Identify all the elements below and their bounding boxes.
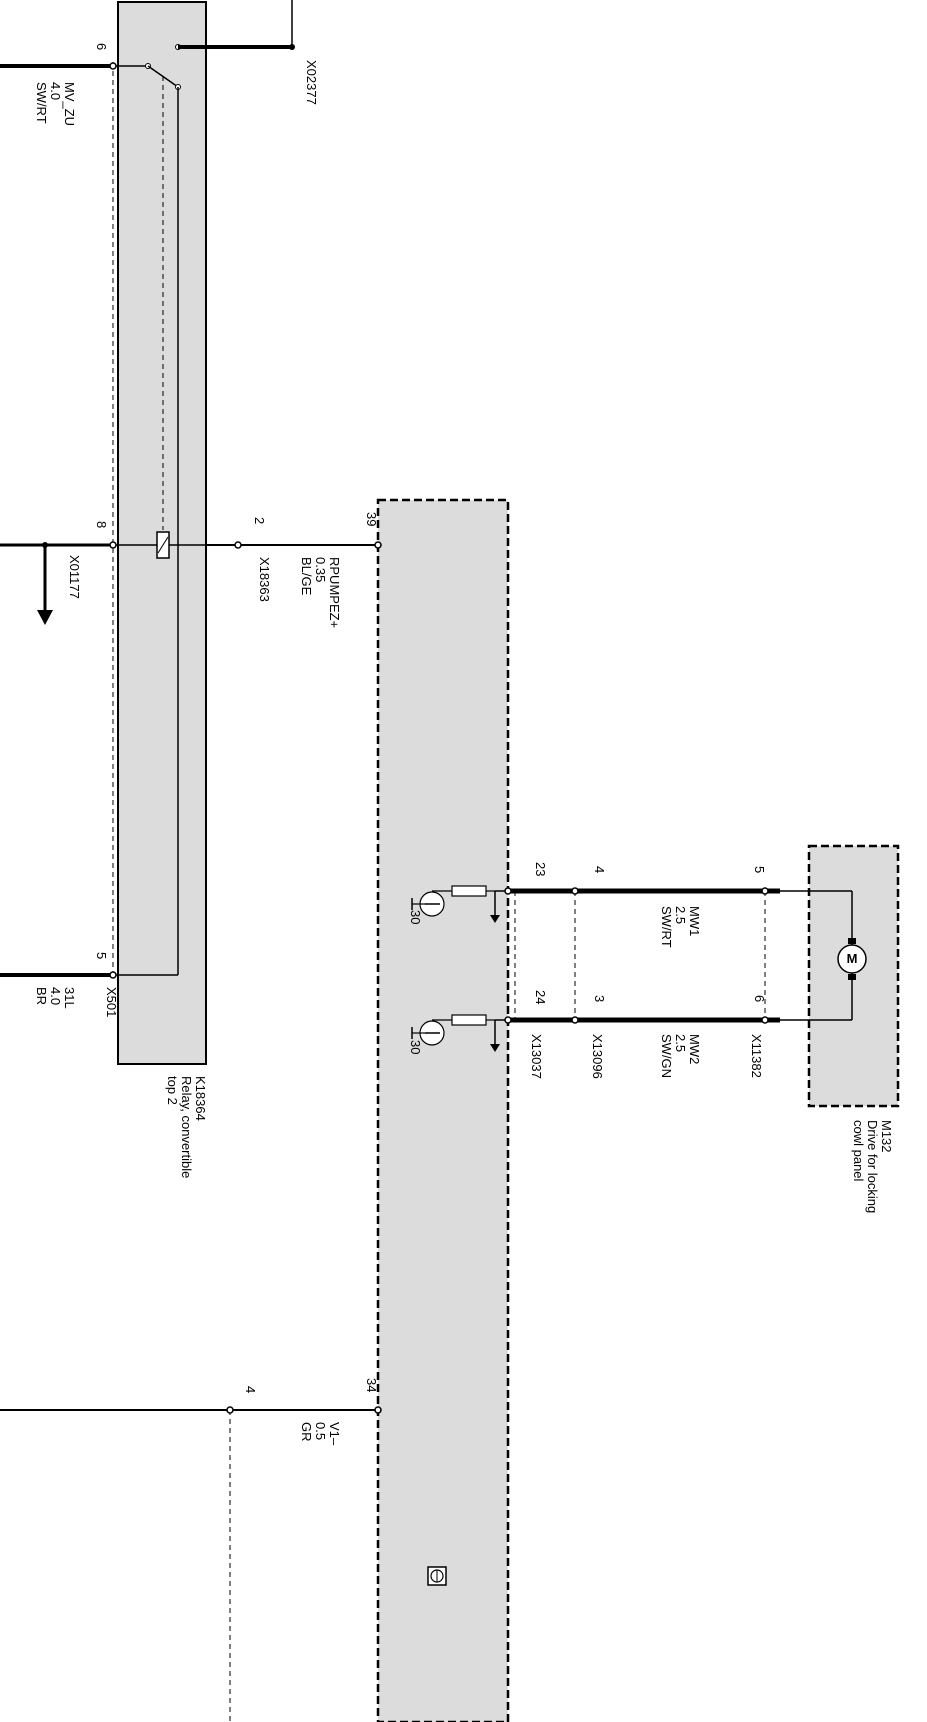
- relay-id: K18364: [193, 1076, 208, 1121]
- connector-x13037: X13037: [529, 1034, 544, 1079]
- wire-rpumpez-name: RPUMPEZ+: [327, 557, 342, 628]
- pin-34: 34: [364, 1378, 379, 1392]
- wire-31l-size: 4.0: [48, 987, 63, 1005]
- motor-desc-2: cowl panel: [851, 1120, 866, 1182]
- pin-23: 23: [533, 862, 548, 876]
- wire-mw2-size: 2.5: [673, 1034, 688, 1052]
- wire-mw1-color: SW/RT: [659, 906, 674, 948]
- pin-3-mw2: 3: [592, 995, 607, 1002]
- connector-x01177: X01177: [67, 555, 82, 599]
- transistor-output-2: [411, 1014, 508, 1052]
- wire-mw1-name: MW1: [687, 906, 702, 936]
- wire-v1-size: 0.5: [313, 1422, 328, 1440]
- connector-x501: X501: [104, 987, 119, 1017]
- pin-24: 24: [533, 990, 548, 1004]
- pin-2: 2: [252, 517, 267, 524]
- wire-mv-zu-color: SW/RT: [34, 82, 49, 124]
- pin-4-mw1: 4: [592, 866, 607, 873]
- wire-31l-name: 31L: [62, 987, 77, 1009]
- pin-4-v1: 4: [243, 1386, 258, 1393]
- relay-desc-2: top 2: [165, 1076, 180, 1105]
- wire-mv-zu-name: MV_ZU: [62, 82, 77, 126]
- transistor-1-label: 30: [408, 910, 423, 924]
- motor-desc-1: Drive for locking: [865, 1120, 880, 1213]
- connector-x13096: X13096: [590, 1034, 605, 1079]
- motor-id: M132: [879, 1120, 894, 1153]
- connector-x11382: X11382: [749, 1034, 764, 1078]
- wire-mv-zu-size: 4.0: [48, 82, 63, 100]
- wire-rpumpez-color: BL/GE: [299, 557, 314, 596]
- pin-5-motor: 5: [752, 866, 767, 873]
- wire-31l-color: BR: [34, 987, 49, 1005]
- pin-39: 39: [364, 512, 379, 526]
- wire-v1-color: GR: [299, 1422, 314, 1442]
- connector-marks: [109, 62, 769, 1414]
- pin-8-relay: 8: [94, 521, 109, 528]
- pin-5-relay: 5: [94, 952, 109, 959]
- pin-6-relay: 6: [94, 43, 109, 50]
- motor-symbol: M: [847, 951, 858, 966]
- transistor-2-label: 30: [408, 1040, 423, 1054]
- wire-v1-name: V1–: [327, 1422, 342, 1446]
- connector-x02377: X02377: [304, 60, 319, 105]
- pin-6-motor: 6: [752, 995, 767, 1002]
- wire-mw2-color: SW/GN: [659, 1034, 674, 1078]
- relay-k18364: [112, 1, 207, 1065]
- wire-mw1-size: 2.5: [673, 906, 688, 924]
- connector-x18363: X18363: [257, 557, 272, 602]
- control-module: [376, 498, 510, 1722]
- motor-m132: M: [780, 844, 900, 1108]
- wire-mw2-name: MW2: [687, 1034, 702, 1064]
- wire-rpumpez-size: 0.35: [313, 557, 328, 582]
- relay-desc-1: Relay, convertible: [179, 1076, 194, 1178]
- wires: [0, 0, 780, 1722]
